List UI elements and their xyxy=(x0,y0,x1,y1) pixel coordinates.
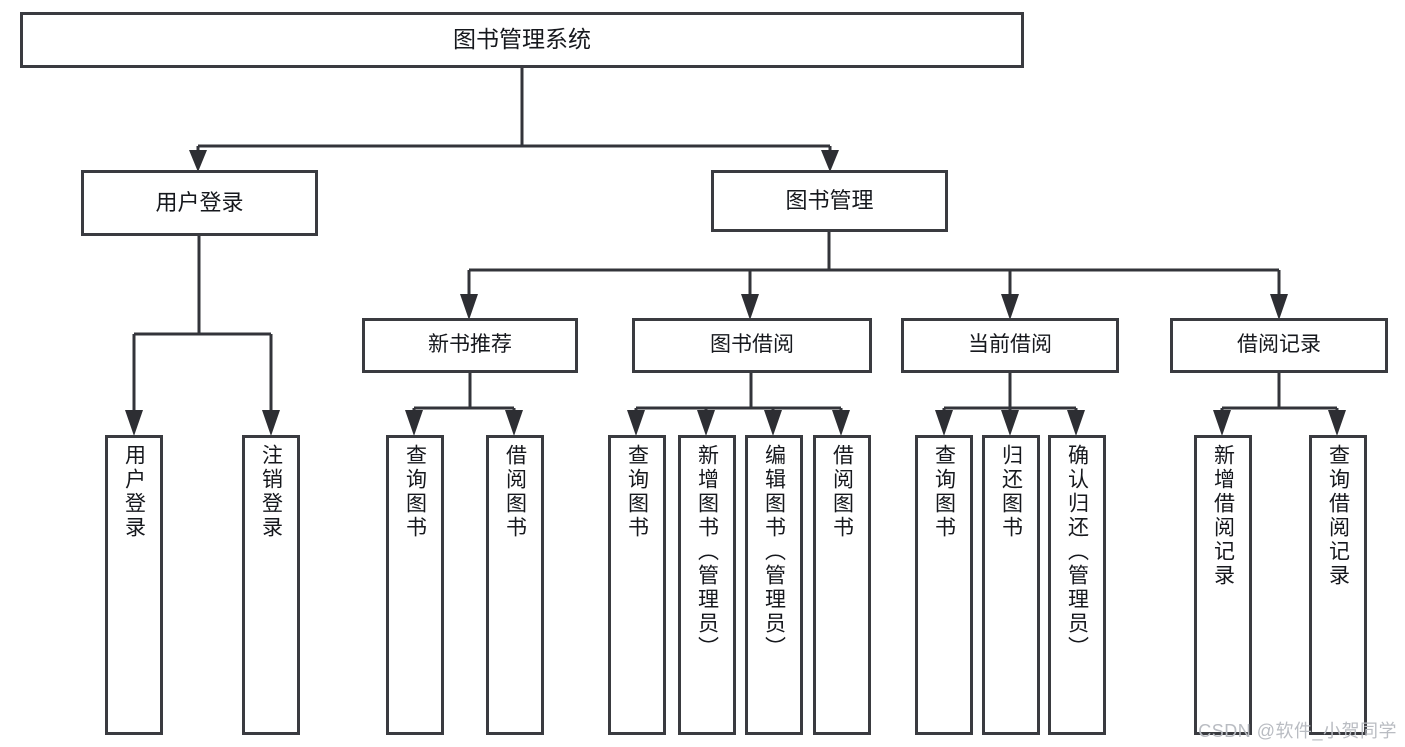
node-root[interactable]: 图书管理系统 xyxy=(20,12,1024,68)
node-leaf-user-login[interactable]: 用户登录 xyxy=(105,435,163,735)
arrowhead-leaf-borrow-lend xyxy=(832,410,850,436)
node-leaf-borrow-query[interactable]: 查询图书 xyxy=(608,435,666,735)
node-leaf-borrow-edit-label: 编辑图书（管理员） xyxy=(762,444,786,660)
arrowhead-borrow-record xyxy=(1270,294,1288,320)
arrowhead-leaf-borrow-add xyxy=(697,410,715,436)
node-leaf-cur-query-label: 查询图书 xyxy=(932,444,956,540)
node-root-label: 图书管理系统 xyxy=(453,26,591,53)
node-leaf-borrow-lend[interactable]: 借阅图书 xyxy=(813,435,871,735)
arrowhead-leaf-borrow-edit xyxy=(764,410,782,436)
node-leaf-cur-confirm-label: 确认归还（管理员） xyxy=(1065,444,1089,660)
arrowhead-leaf-cur-return xyxy=(1001,410,1019,436)
node-new-book-rec-label: 新书推荐 xyxy=(428,333,512,357)
node-leaf-cur-return-label: 归还图书 xyxy=(999,444,1023,540)
node-leaf-borrow-edit[interactable]: 编辑图书（管理员） xyxy=(745,435,803,735)
node-user-login[interactable]: 用户登录 xyxy=(81,170,318,236)
node-leaf-rec-borrow-label: 借阅图书 xyxy=(503,444,527,540)
arrowhead-leaf-cur-confirm xyxy=(1067,410,1085,436)
node-borrow-record-label: 借阅记录 xyxy=(1237,333,1321,357)
node-leaf-borrow-query-label: 查询图书 xyxy=(625,444,649,540)
arrowhead-leaf-rec-query-record xyxy=(1328,410,1346,436)
node-leaf-rec-add[interactable]: 新增借阅记录 xyxy=(1194,435,1252,735)
node-leaf-borrow-add[interactable]: 新增图书（管理员） xyxy=(678,435,736,735)
arrowhead-leaf-rec-query xyxy=(405,410,423,436)
node-leaf-user-logout[interactable]: 注销登录 xyxy=(242,435,300,735)
arrowhead-leaf-user-login xyxy=(125,410,143,436)
arrowhead-current-borrow xyxy=(1001,294,1019,320)
node-leaf-rec-query-label: 查询图书 xyxy=(403,444,427,540)
arrowhead-leaf-user-logout xyxy=(262,410,280,436)
node-leaf-cur-query[interactable]: 查询图书 xyxy=(915,435,973,735)
arrowhead-book-manage xyxy=(821,150,839,172)
node-leaf-rec-borrow[interactable]: 借阅图书 xyxy=(486,435,544,735)
node-leaf-rec-query-record[interactable]: 查询借阅记录 xyxy=(1309,435,1367,735)
node-leaf-rec-add-label: 新增借阅记录 xyxy=(1211,444,1235,588)
node-leaf-user-login-label: 用户登录 xyxy=(122,444,146,540)
arrowhead-user-login xyxy=(189,150,207,172)
node-book-manage[interactable]: 图书管理 xyxy=(711,170,948,232)
node-leaf-cur-return[interactable]: 归还图书 xyxy=(982,435,1040,735)
node-new-book-rec[interactable]: 新书推荐 xyxy=(362,318,578,373)
node-leaf-rec-query[interactable]: 查询图书 xyxy=(386,435,444,735)
node-current-borrow-label: 当前借阅 xyxy=(968,333,1052,357)
arrowhead-book-borrow xyxy=(741,294,759,320)
arrowhead-new-book-rec xyxy=(460,294,478,320)
node-leaf-borrow-lend-label: 借阅图书 xyxy=(830,444,854,540)
arrowhead-leaf-cur-query xyxy=(935,410,953,436)
node-leaf-cur-confirm[interactable]: 确认归还（管理员） xyxy=(1048,435,1106,735)
node-book-manage-label: 图书管理 xyxy=(785,188,874,214)
node-book-borrow[interactable]: 图书借阅 xyxy=(632,318,872,373)
node-leaf-user-logout-label: 注销登录 xyxy=(259,444,283,540)
node-user-login-label: 用户登录 xyxy=(155,190,244,216)
arrowhead-leaf-borrow-query xyxy=(627,410,645,436)
watermark: CSDN @软件_小贺同学 xyxy=(1198,721,1397,741)
arrowhead-leaf-rec-add xyxy=(1213,410,1231,436)
arrowhead-leaf-rec-borrow xyxy=(505,410,523,436)
node-leaf-rec-query-record-label: 查询借阅记录 xyxy=(1326,444,1350,588)
node-leaf-borrow-add-label: 新增图书（管理员） xyxy=(695,444,719,660)
node-borrow-record[interactable]: 借阅记录 xyxy=(1170,318,1388,373)
node-current-borrow[interactable]: 当前借阅 xyxy=(901,318,1119,373)
node-book-borrow-label: 图书借阅 xyxy=(710,333,794,357)
